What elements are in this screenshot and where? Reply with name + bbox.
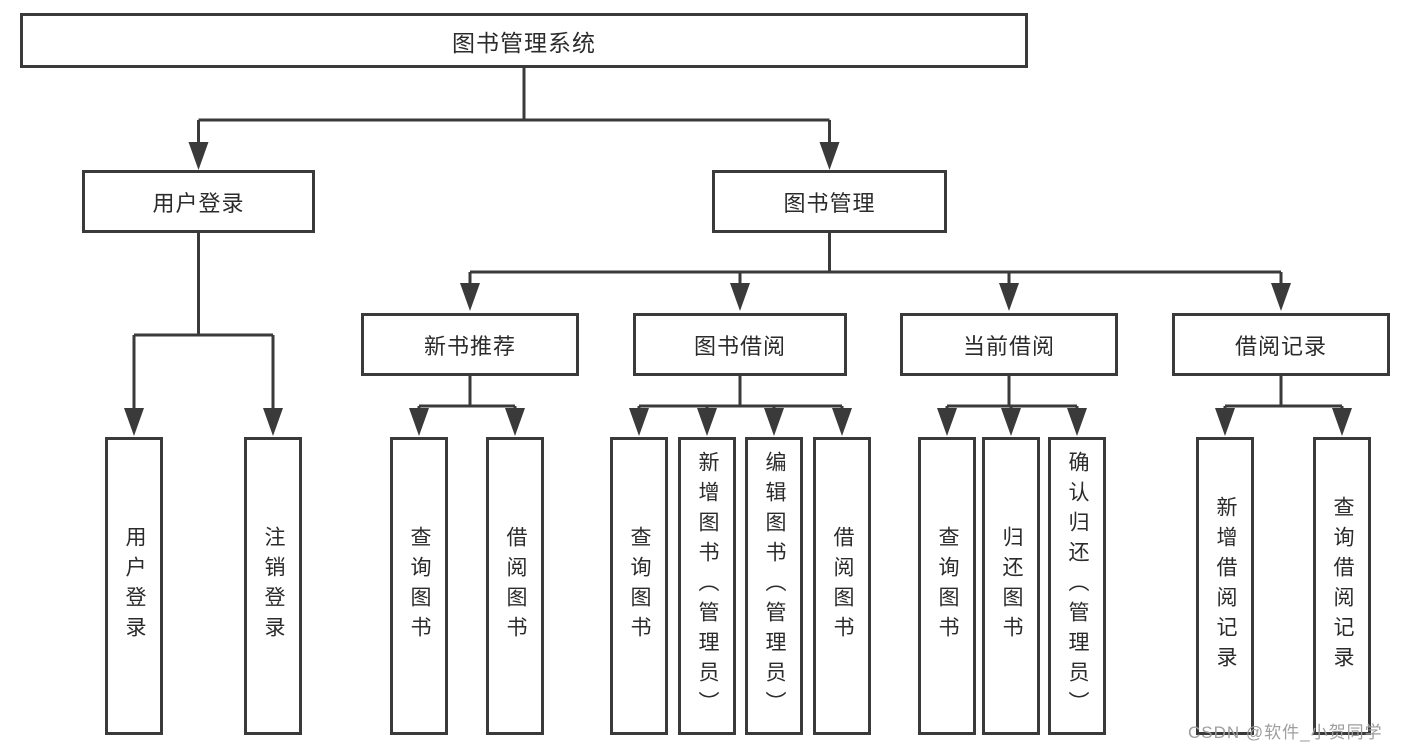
edge-line bbox=[132, 233, 275, 410]
node-user-login: 用户登录 bbox=[82, 170, 315, 233]
arrow-down-icon bbox=[263, 408, 283, 436]
node-label: 图书管理 bbox=[783, 190, 876, 216]
arrow-down-icon bbox=[832, 408, 852, 436]
edge-book-management-children bbox=[460, 233, 1291, 311]
node-label: 查询图书 bbox=[408, 526, 431, 646]
leaf-query-books: 查询图书 bbox=[918, 437, 976, 735]
edge-line bbox=[1223, 376, 1344, 411]
arrow-down-icon bbox=[409, 408, 429, 436]
node-label: 借阅图书 bbox=[504, 526, 527, 646]
arrow-down-icon bbox=[1001, 408, 1021, 436]
node-new-book-recommendation: 新书推荐 bbox=[361, 313, 579, 376]
node-label: 新增借阅记录 bbox=[1214, 496, 1237, 676]
arrow-down-icon bbox=[1067, 408, 1087, 436]
arrow-down-icon bbox=[764, 408, 784, 436]
arrow-down-icon bbox=[819, 142, 840, 170]
node-label: 查询图书 bbox=[936, 526, 959, 646]
edge-line bbox=[637, 376, 844, 411]
edge-line bbox=[945, 376, 1079, 411]
leaf-borrow-books: 借阅图书 bbox=[813, 437, 871, 735]
node-current-borrowing: 当前借阅 bbox=[900, 313, 1118, 376]
node-label: 当前借阅 bbox=[962, 333, 1055, 359]
edge-line bbox=[468, 233, 1283, 285]
edge-current-borrowing-children bbox=[937, 376, 1087, 436]
node-book-management: 图书管理 bbox=[712, 170, 947, 233]
leaf-user-login: 用户登录 bbox=[105, 437, 163, 735]
node-label: 借阅图书 bbox=[831, 526, 854, 646]
leaf-logout: 注销登录 bbox=[244, 437, 302, 735]
node-label: 图书管理系统 bbox=[452, 29, 596, 56]
arrow-down-icon bbox=[1215, 408, 1235, 436]
edge-user-login-children bbox=[124, 233, 283, 436]
arrow-down-icon bbox=[697, 408, 717, 436]
leaf-confirm-return-admin: 确认归还（管理员） bbox=[1048, 437, 1106, 735]
edge-new-book-recommendation-children bbox=[409, 376, 525, 436]
arrow-down-icon bbox=[1271, 283, 1291, 311]
leaf-query-borrow-record: 查询借阅记录 bbox=[1313, 437, 1371, 735]
node-label: 查询图书 bbox=[628, 526, 651, 646]
arrow-down-icon bbox=[124, 408, 144, 436]
edge-line bbox=[417, 376, 517, 411]
arrow-down-icon bbox=[460, 283, 480, 311]
leaf-query-books: 查询图书 bbox=[390, 437, 448, 735]
node-label: 新增图书（管理员） bbox=[696, 451, 719, 721]
leaf-add-book-admin: 新增图书（管理员） bbox=[678, 437, 736, 735]
node-label: 图书借阅 bbox=[693, 333, 786, 359]
leaf-edit-book-admin: 编辑图书（管理员） bbox=[745, 437, 803, 735]
leaf-borrow-books: 借阅图书 bbox=[486, 437, 544, 735]
node-label: 用户登录 bbox=[152, 190, 245, 216]
node-label: 查询借阅记录 bbox=[1331, 496, 1354, 676]
arrow-down-icon bbox=[1332, 408, 1352, 436]
node-label: 确认归还（管理员） bbox=[1066, 451, 1089, 721]
node-label: 注销登录 bbox=[262, 526, 285, 646]
node-label: 新书推荐 bbox=[423, 333, 516, 359]
node-label: 用户登录 bbox=[123, 526, 146, 646]
edge-borrowing-records-children bbox=[1215, 376, 1352, 436]
arrow-down-icon bbox=[937, 408, 957, 436]
arrow-down-icon bbox=[188, 142, 209, 170]
edge-root-to-level2 bbox=[188, 68, 840, 170]
node-label: 编辑图书（管理员） bbox=[763, 451, 786, 721]
csdn-watermark: CSDN @软件_小贺同学 bbox=[1188, 723, 1383, 742]
node-label: 借阅记录 bbox=[1234, 333, 1327, 359]
node-label: 归还图书 bbox=[1000, 526, 1023, 646]
node-library-system: 图书管理系统 bbox=[20, 13, 1028, 68]
arrow-down-icon bbox=[730, 283, 750, 311]
node-borrowing-records: 借阅记录 bbox=[1172, 313, 1390, 376]
leaf-add-borrow-record: 新增借阅记录 bbox=[1196, 437, 1254, 735]
arrow-down-icon bbox=[505, 408, 525, 436]
arrow-down-icon bbox=[999, 283, 1019, 311]
leaf-return-books: 归还图书 bbox=[982, 437, 1040, 735]
leaf-query-books: 查询图书 bbox=[610, 437, 668, 735]
arrow-down-icon bbox=[629, 408, 649, 436]
edge-line bbox=[197, 68, 831, 144]
edge-book-borrowing-children bbox=[629, 376, 852, 436]
node-book-borrowing: 图书借阅 bbox=[633, 313, 847, 376]
